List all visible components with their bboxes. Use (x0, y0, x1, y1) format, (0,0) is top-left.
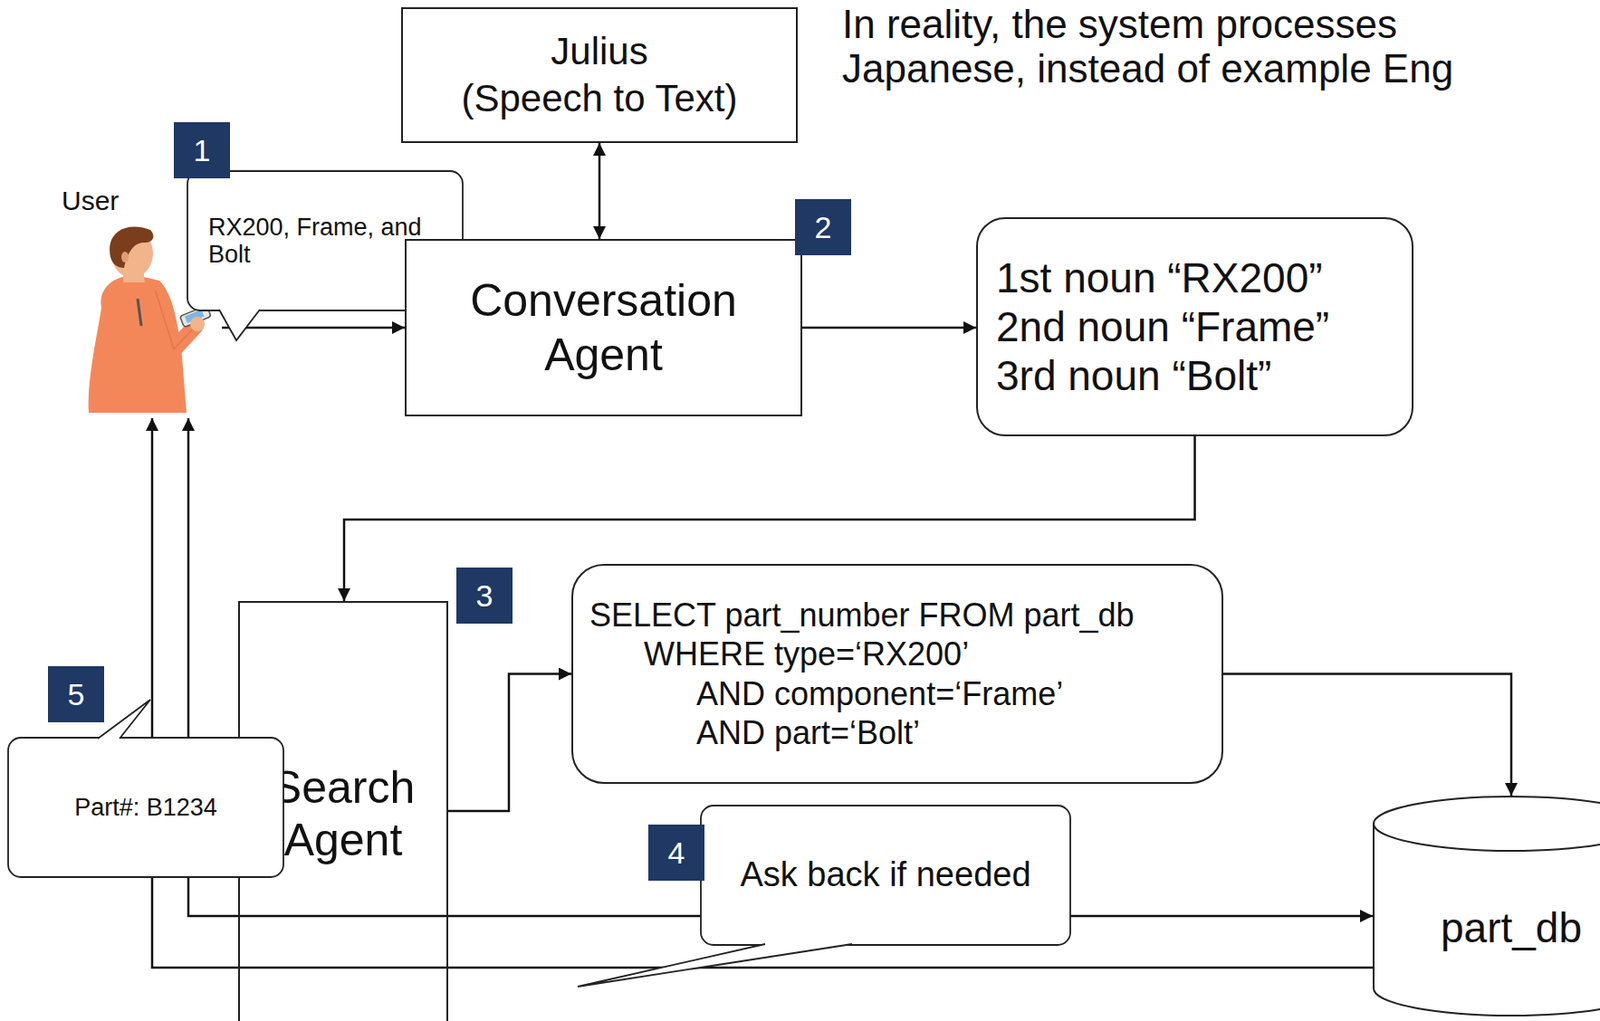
node-subtext: AND component=‘Frame’ (589, 674, 1064, 714)
node-subtext: AND part=‘Bolt’ (589, 713, 920, 753)
flow-arrow (152, 418, 1373, 968)
flow-arrow (1223, 674, 1512, 797)
shirt-pen (137, 298, 142, 326)
sql-query-box: SELECT part_number FROM part_dbWHERE typ… (571, 564, 1224, 785)
note-text: In reality, the system processes Japanes… (842, 1, 1576, 92)
callout-number: 2 (795, 199, 852, 256)
callout-number: 5 (47, 666, 105, 723)
bubble-body (700, 805, 1071, 946)
node-text: Ask back if needed (739, 854, 1031, 897)
person-ear (121, 251, 129, 263)
node-text: 1st noun “RX200” (996, 253, 1323, 303)
node-text: Julius (550, 28, 648, 77)
person-hair (109, 227, 154, 269)
node-text: User (61, 184, 119, 218)
node-subtext: 2nd noun “Frame” (996, 302, 1330, 352)
flow-arrow (598, 143, 602, 240)
agent-box: Conversation Agent (404, 239, 803, 417)
flow-arrow (221, 326, 405, 330)
node-text: Conversation Agent (424, 273, 783, 383)
node-subtext: WHERE type=‘RX200’ (589, 634, 969, 674)
cylinder-top (1373, 796, 1600, 852)
callout-number: 1 (173, 122, 230, 179)
bubble-tail (97, 699, 151, 739)
cylinder-body (1373, 823, 1600, 1016)
node-subtext: 3rd noun “Bolt” (996, 351, 1272, 401)
bubble-body (8, 737, 284, 878)
person-hand (190, 316, 205, 332)
process-box: Julius(Speech to Text) (401, 7, 798, 144)
node-text: SELECT part_number FROM part_db (589, 595, 1135, 635)
noun-list-box: 1st noun “RX200”2nd noun “Frame”3rd noun… (976, 217, 1414, 437)
bubble-tail (219, 309, 260, 341)
speech-bubble: Part#: B1234 (7, 737, 285, 879)
bubble-tail (577, 944, 853, 987)
speech-bubble: Ask back if needed (699, 804, 1072, 947)
callout-number: 3 (456, 567, 513, 624)
node-text: part_db (1440, 903, 1582, 954)
flow-arrow (802, 326, 977, 330)
database-cylinder: part_db (1372, 795, 1600, 1017)
node-text: Part#: B1234 (74, 794, 218, 822)
node-subtext: (Speech to Text) (460, 75, 738, 124)
flow-arrow (448, 674, 572, 813)
callout-number: 4 (648, 824, 705, 882)
